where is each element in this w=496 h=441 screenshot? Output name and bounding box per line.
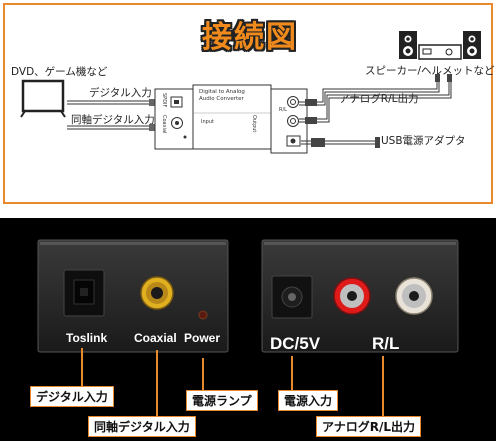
digital-input-label: デジタル入力 [89, 87, 152, 99]
tv-icon [20, 79, 66, 118]
power-port-label: Power [184, 331, 221, 345]
coaxial-input-label: 同軸デジタル入力 [71, 114, 155, 126]
speaker-device-label: スピーカー/ヘルメットなど [365, 65, 495, 77]
diagram-drawing [20, 31, 481, 154]
device-photo-drawing [37, 239, 459, 416]
callout-power-input: 電源入力 [278, 390, 339, 411]
dc-port-label: DC/5V [270, 334, 321, 353]
speaker-set-icon [399, 31, 481, 60]
callout-analog-output: アナログR/L出力 [316, 416, 422, 437]
converter-output-face [270, 88, 308, 154]
device-input-side [37, 239, 229, 353]
callout-digital-input: デジタル入力 [30, 386, 114, 407]
usb-power-label: USB電源アダプタ [381, 135, 466, 147]
converter-input-face-text: Input [201, 119, 214, 125]
analog-output-label: アナログR/L出力 [339, 93, 419, 105]
diagram-title: 接続図 [202, 20, 298, 55]
callout-coaxial-input: 同軸デジタル入力 [88, 416, 196, 437]
usb-cable [301, 137, 380, 148]
rca-output-cables [299, 74, 452, 124]
device-photo-area: Toslink Coaxial Power DC/5V R/L デジタル入力 同… [0, 218, 496, 441]
converter-name-line2: Audio Converter [199, 96, 244, 102]
rl-port-label: R/L [372, 334, 400, 353]
converter-input-face [154, 88, 194, 150]
callout-power-lamp: 電源ランプ [186, 390, 258, 411]
toslink-port-label: Toslink [66, 331, 108, 345]
converter-rl-text: R/L [279, 107, 287, 113]
source-device-label: DVD、ゲーム機など [11, 66, 108, 78]
converter-body [192, 84, 272, 150]
converter-output-face-text: Output [251, 115, 257, 133]
converter-coaxial-text: Coaxial [161, 115, 167, 134]
device-output-side [261, 239, 459, 353]
callout-lines [81, 348, 384, 416]
converter-name-line1: Digital to Analog [199, 89, 245, 95]
coaxial-port-label: Coaxial [134, 331, 177, 345]
input-cables [67, 99, 157, 131]
wiring-diagram-panel: 接続図 DVD、ゲーム機など デジタル入力 同軸デジタル入力 スピーカー/ヘルメ… [3, 3, 495, 204]
converter-spdif-text: SPDIF [161, 93, 167, 108]
